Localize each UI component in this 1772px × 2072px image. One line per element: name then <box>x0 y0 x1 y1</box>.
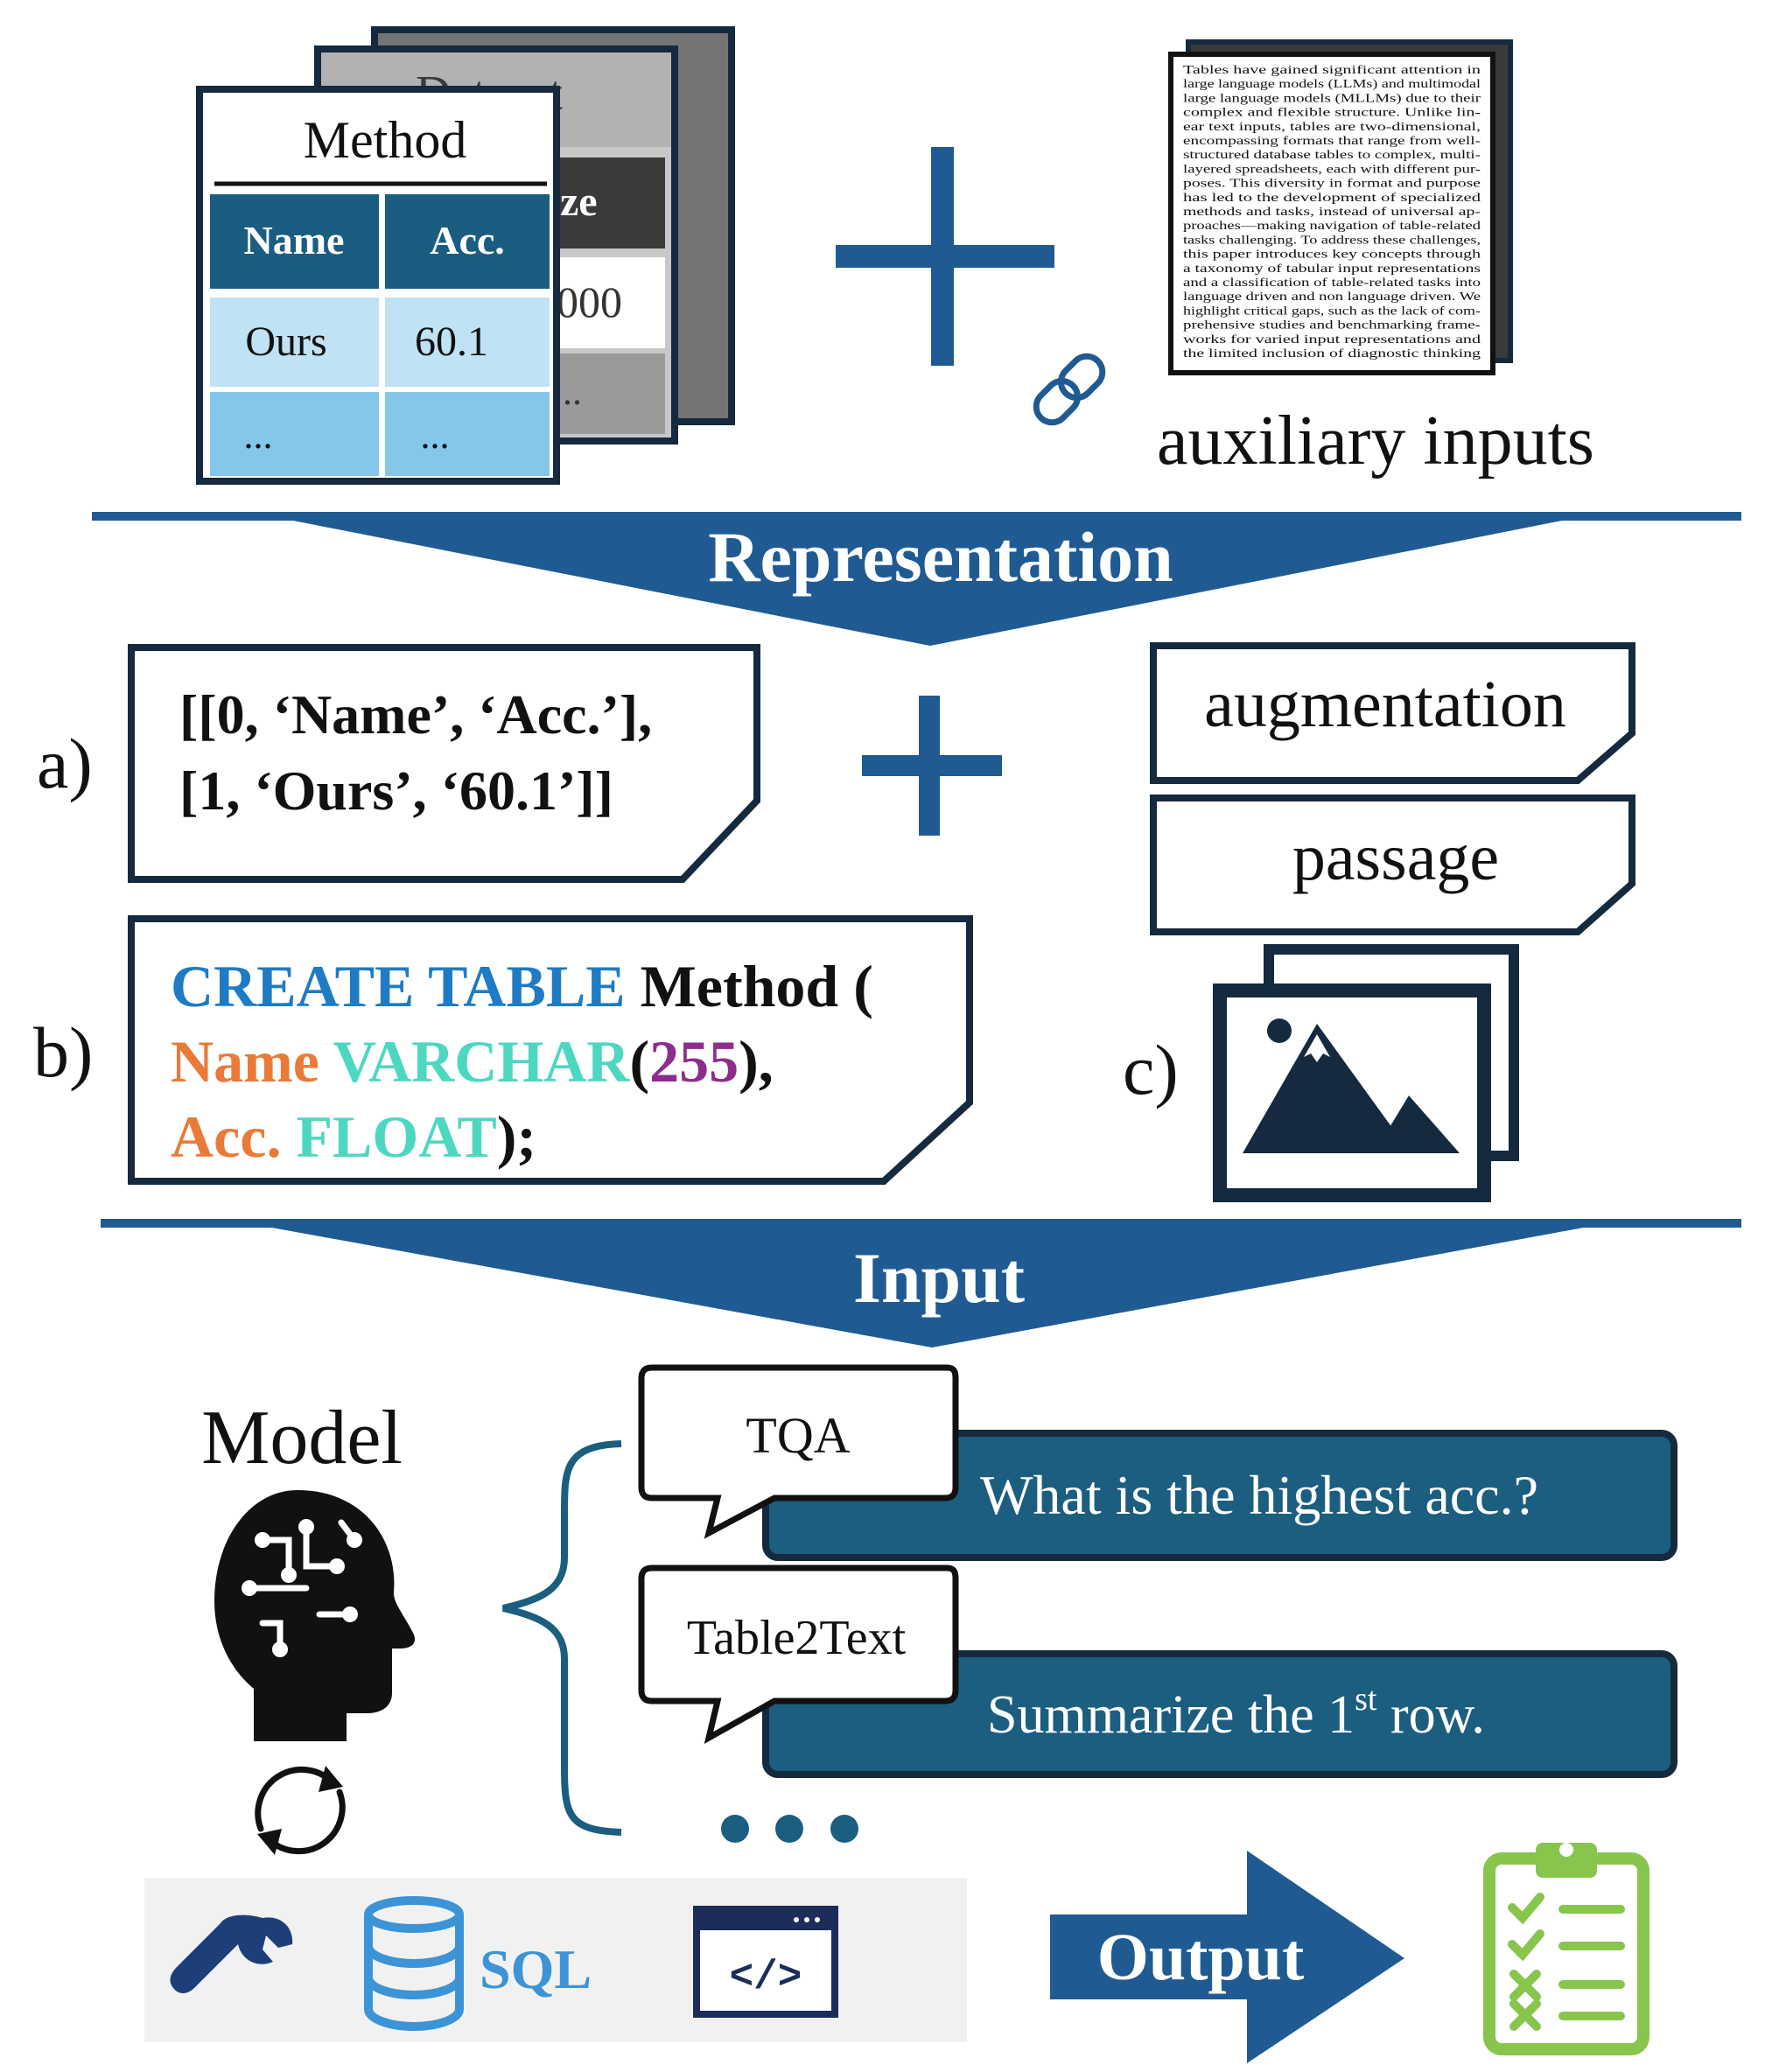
front-table-card: Method Name Acc. Ours 60.1 ... ... <box>196 86 560 485</box>
list-repr-line2: [1, ‘Ours’, ‘60.1’]] <box>179 760 613 822</box>
representation-banner: Representation <box>92 512 1741 646</box>
document-text-line: large language models (MLLMs) due to the… <box>1183 92 1481 105</box>
refresh-cycle-icon <box>255 1766 346 1855</box>
table-header-acc: Acc. <box>430 218 505 262</box>
document-text-line: methods and tasks, instead of universal … <box>1183 206 1481 219</box>
ellipsis-icon <box>721 1815 858 1843</box>
link-icon <box>1033 353 1106 426</box>
document-text-line: and a classification of table-related ta… <box>1183 276 1481 290</box>
brain-head-icon <box>214 1490 416 1741</box>
input-banner: Input <box>101 1219 1741 1348</box>
plus-icon <box>836 147 1054 366</box>
document-text-line: this paper introduces key concepts throu… <box>1183 248 1481 262</box>
document-text-line: language driven and non language driven.… <box>1183 290 1481 304</box>
task-prompt-box <box>762 1650 1677 1778</box>
document-text-line: highlight critical gaps, such as the lac… <box>1183 304 1481 318</box>
task-prompt-text: Summarize the 1st row. <box>987 1681 1485 1745</box>
table-cell: Ours <box>245 318 326 365</box>
representation-title: Representation <box>708 517 1173 597</box>
task-tag-bubble <box>638 1364 959 1539</box>
mid-card-header: ze <box>560 178 598 225</box>
sql-line2: Name VARCHAR(255), <box>171 1028 774 1095</box>
sql-line3: Acc. FLOAT); <box>171 1103 536 1170</box>
sql-line1: CREATE TABLE Method ( <box>171 953 873 1019</box>
augmentation-label: augmentation <box>1204 668 1566 741</box>
task-table2text: Summarize the 1st row. Table2Text <box>638 1564 1677 1778</box>
task-tag-text: Table2Text <box>687 1611 907 1665</box>
input-title: Input <box>853 1238 1025 1318</box>
table-title: Method <box>304 111 467 169</box>
tools-panel: SQL </> <box>144 1878 967 2042</box>
table-header-name: Name <box>244 218 345 262</box>
task-brace <box>502 1440 622 1836</box>
database-icon <box>364 1896 464 2032</box>
document-text-line: large language models (LLMs) and multimo… <box>1183 78 1481 91</box>
label-a: a) <box>37 724 93 803</box>
label-c: c) <box>1123 1030 1179 1110</box>
auxiliary-inputs-label: auxiliary inputs <box>1157 402 1594 480</box>
document-text-line: complex and flexible structure. Unlike l… <box>1183 107 1481 120</box>
document-text-line: works for varied input representations a… <box>1183 333 1481 346</box>
table-cell: ... <box>244 414 273 457</box>
document-text-line: has led to the development of specialize… <box>1183 192 1481 205</box>
document-text-line: Tables have gained significant attention… <box>1183 64 1481 77</box>
task-tag-bubble <box>638 1564 959 1744</box>
image-icon <box>1213 944 1519 1202</box>
document-text-line: layered spreadsheets, each with differen… <box>1183 163 1481 176</box>
model-label: Model <box>201 1396 403 1480</box>
code-glyph: </> <box>730 1955 802 2000</box>
document-text-line: poses. This diversity in format and purp… <box>1183 178 1481 191</box>
list-repr-line1: [[0, ‘Name’, ‘Acc.’], <box>179 683 652 746</box>
label-b: b) <box>33 1012 93 1092</box>
document-text-line: structured database tables to complex, m… <box>1183 149 1481 162</box>
document-text-line: proaches—making navigation of table-rela… <box>1183 220 1481 233</box>
clipboard-checklist-icon <box>1483 1843 1649 2055</box>
document-text-line: prehensive studies and benchmarking fram… <box>1183 319 1481 332</box>
passage-label: passage <box>1292 821 1499 894</box>
task-tag-text: TQA <box>746 1407 850 1464</box>
task-prompt-text: What is the highest acc.? <box>980 1464 1538 1526</box>
mid-card-value: 000 <box>557 277 622 326</box>
table-cell: 60.1 <box>415 318 488 365</box>
output-label: Output <box>1097 1921 1305 1994</box>
document-text-line: a taxonomy of tabular input representati… <box>1183 262 1481 276</box>
document-text-line: ear text inputs, tables are two-dimensio… <box>1183 121 1481 134</box>
augmentation-tag <box>1150 642 1635 784</box>
document-text: Tables have gained significant attention… <box>1183 64 1481 360</box>
output-arrow: Output <box>1050 1851 1404 2063</box>
table-cell: ... <box>421 414 450 457</box>
code-window-icon: </> <box>693 1906 838 2018</box>
plus-icon <box>862 696 1002 836</box>
document-text-line: the limited inclusion of diagnostic thin… <box>1183 347 1481 360</box>
sql-label: SQL <box>480 1938 592 2000</box>
sql-repr-box <box>128 915 973 1185</box>
task-tqa: What is the highest acc.? TQA <box>638 1364 1677 1561</box>
document-text-line: tasks challenging. To address these chal… <box>1183 234 1481 247</box>
list-repr-box <box>128 644 760 883</box>
wrench-icon <box>170 1914 293 1993</box>
document-text-line: encompassing formats that range from wel… <box>1183 135 1481 148</box>
passage-tag <box>1150 794 1635 935</box>
table-card-stack: Dataset ze 000 ... Method Name Acc. Ours… <box>196 26 735 485</box>
document-stack: Tables have gained significant attention… <box>1168 39 1513 375</box>
